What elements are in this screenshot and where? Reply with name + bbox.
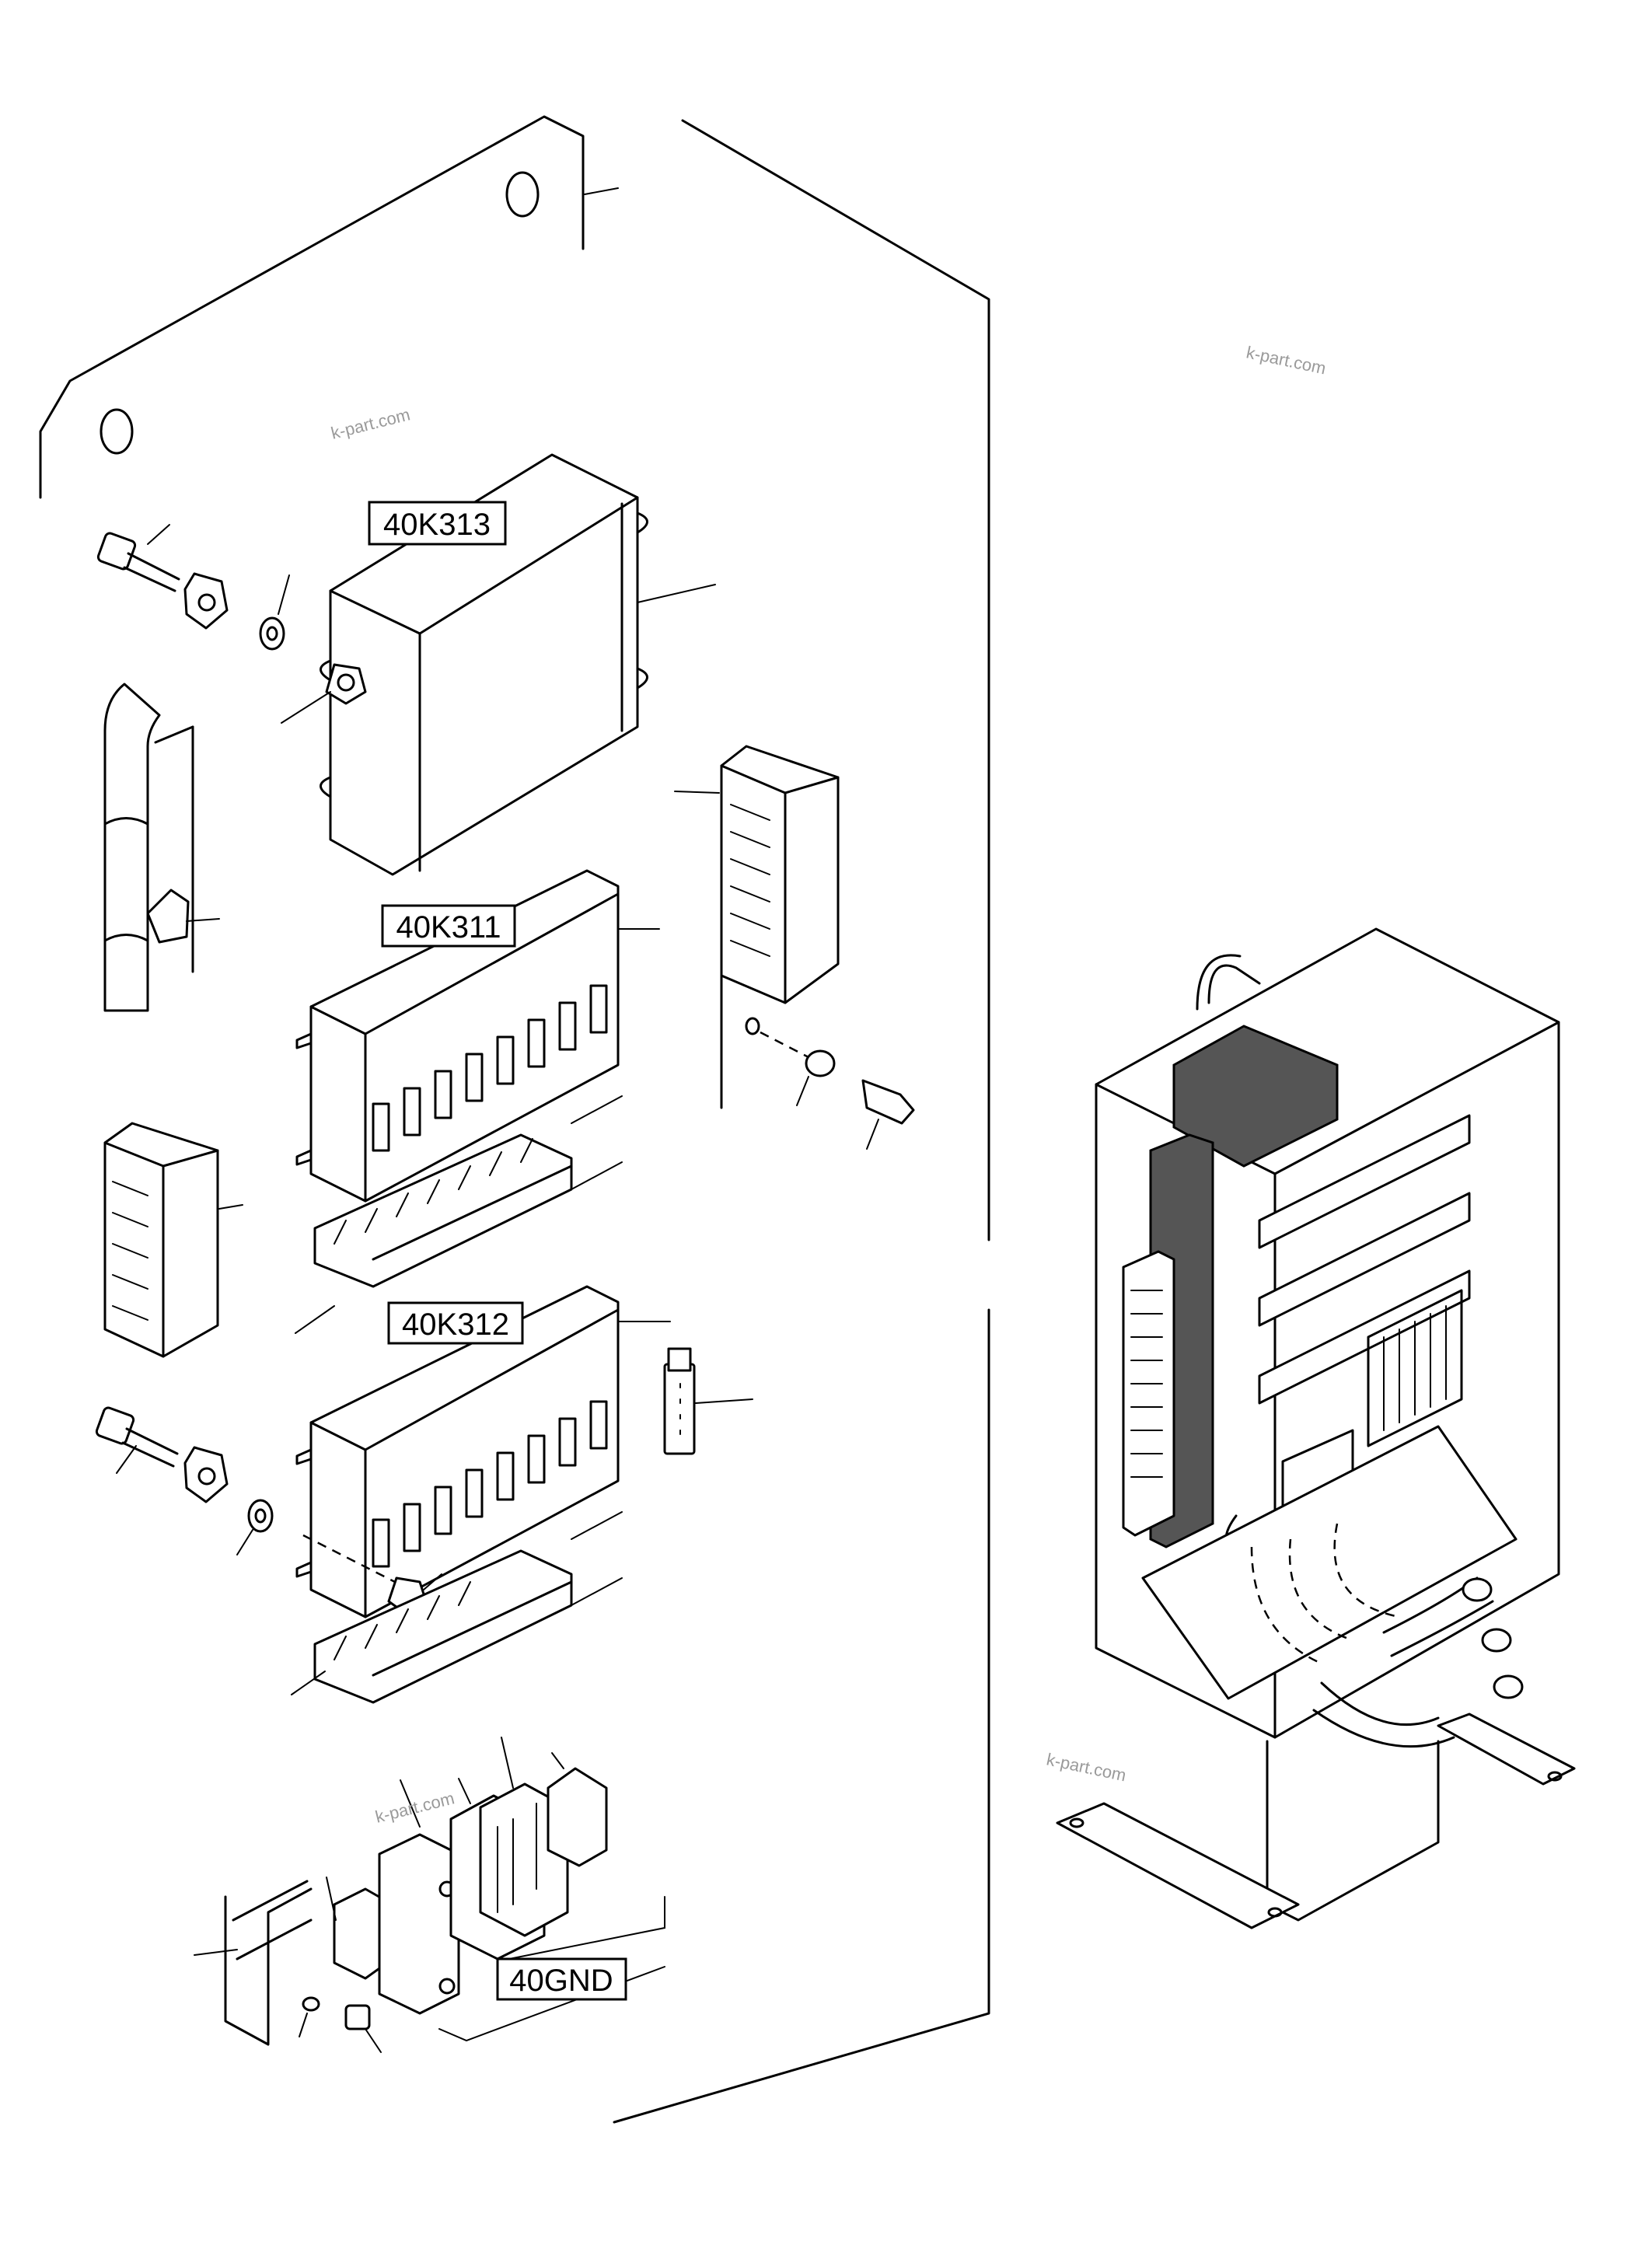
watermark-2: k-part.com bbox=[1245, 342, 1328, 378]
label-40gnd: 40GND bbox=[509, 1964, 613, 1998]
cable-duct-horizontal-lower bbox=[291, 1511, 623, 1704]
label-40k312: 40K312 bbox=[402, 1308, 509, 1342]
watermark-1: k-part.com bbox=[329, 404, 412, 442]
terminal-connector bbox=[663, 1347, 753, 1455]
watermark-3: k-part.com bbox=[373, 1788, 456, 1826]
bolt-nut-washer-lower bbox=[95, 1406, 442, 1617]
cable-duct-horizontal-upper bbox=[295, 1095, 623, 1334]
bolt-nut-washer-upper bbox=[96, 524, 367, 724]
label-40k313: 40K313 bbox=[383, 508, 491, 542]
cable-duct-vertical-right bbox=[674, 745, 915, 1150]
relay-module-40k311: 40K311 bbox=[295, 869, 660, 1203]
relay-housing-40k313: 40K313 bbox=[320, 453, 716, 876]
terminal-blocks-40k312 bbox=[372, 1400, 608, 1568]
label-box-40k311 bbox=[381, 904, 516, 948]
watermark-4: k-part.com bbox=[1045, 1749, 1128, 1785]
label-box-40k312 bbox=[387, 1301, 524, 1345]
terminal-blocks-40k311 bbox=[372, 984, 608, 1152]
label-box-40gnd bbox=[496, 1957, 627, 2001]
label-box-40k313 bbox=[368, 501, 507, 546]
assembled-cabinet bbox=[1056, 927, 1576, 1929]
ground-rail-assembly-40gnd: 40GND bbox=[194, 1737, 665, 2053]
label-40k311: 40K311 bbox=[396, 910, 501, 944]
cable-duct-vertical-left bbox=[103, 1122, 243, 1358]
mounting-panel bbox=[39, 115, 990, 2124]
cable-connector bbox=[103, 683, 220, 1012]
relay-module-40k312: 40K312 bbox=[295, 1285, 671, 1618]
